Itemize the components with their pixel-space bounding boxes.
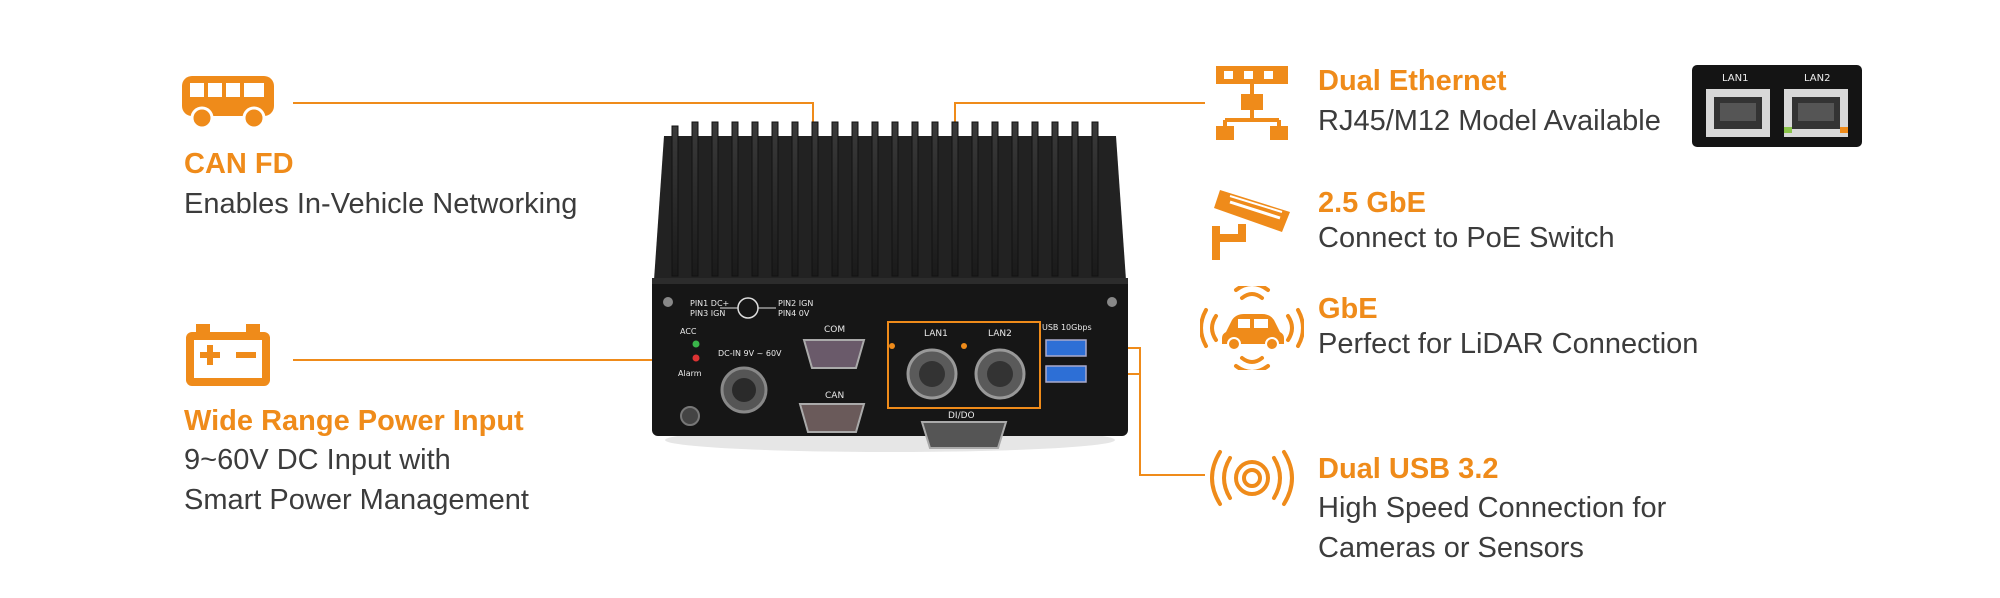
svg-text:LAN1: LAN1 <box>1722 73 1748 84</box>
dual-ethernet-title: Dual Ethernet <box>1318 65 1507 97</box>
dual-ethernet-desc: RJ45/M12 Model Available <box>1318 105 1661 137</box>
dual-usb-desc-line2: Cameras or Sensors <box>1318 532 1584 564</box>
svg-text:DI/DO: DI/DO <box>948 411 975 421</box>
bus-icon <box>182 76 274 130</box>
signal-waves-icon <box>1210 450 1294 506</box>
security-camera-icon <box>1212 190 1290 260</box>
power-desc-line1: 9~60V DC Input with <box>184 444 451 476</box>
gbe-25-title: 2.5 GbE <box>1318 187 1426 219</box>
gbe-25-desc: Connect to PoE Switch <box>1318 222 1615 254</box>
battery-icon <box>186 324 270 386</box>
svg-text:COM: COM <box>824 325 845 335</box>
svg-text:PIN3 IGN: PIN3 IGN <box>690 309 725 318</box>
network-icon <box>1216 66 1288 140</box>
svg-text:PIN4 0V: PIN4 0V <box>778 309 810 318</box>
gbe-desc: Perfect for LiDAR Connection <box>1318 328 1699 360</box>
svg-text:USB 10Gbps: USB 10Gbps <box>1042 323 1092 332</box>
device-image: PIN1 DC+ PIN3 IGN PIN2 IGN PIN4 0V ACC A… <box>652 121 1128 452</box>
dual-usb-desc-line1: High Speed Connection for <box>1318 492 1667 524</box>
svg-text:DC-IN 9V ~ 60V: DC-IN 9V ~ 60V <box>718 349 782 358</box>
lan-ports-inset: LAN1 LAN2 <box>1692 65 1862 147</box>
power-title: Wide Range Power Input <box>184 405 524 437</box>
svg-text:LAN1: LAN1 <box>924 329 948 339</box>
lidar-car-icon <box>1200 286 1304 370</box>
dual-usb-title: Dual USB 3.2 <box>1318 453 1499 485</box>
svg-text:PIN2 IGN: PIN2 IGN <box>778 299 813 308</box>
power-desc-line2: Smart Power Management <box>184 484 529 516</box>
svg-text:PIN1 DC+: PIN1 DC+ <box>690 299 729 308</box>
gbe-title: GbE <box>1318 293 1378 325</box>
svg-text:ACC: ACC <box>680 327 697 336</box>
can-fd-title: CAN FD <box>184 148 294 180</box>
svg-text:LAN2: LAN2 <box>988 329 1012 339</box>
svg-text:LAN2: LAN2 <box>1804 73 1830 84</box>
svg-text:Alarm: Alarm <box>678 369 702 378</box>
can-fd-desc: Enables In-Vehicle Networking <box>184 188 578 220</box>
svg-text:CAN: CAN <box>825 391 844 401</box>
